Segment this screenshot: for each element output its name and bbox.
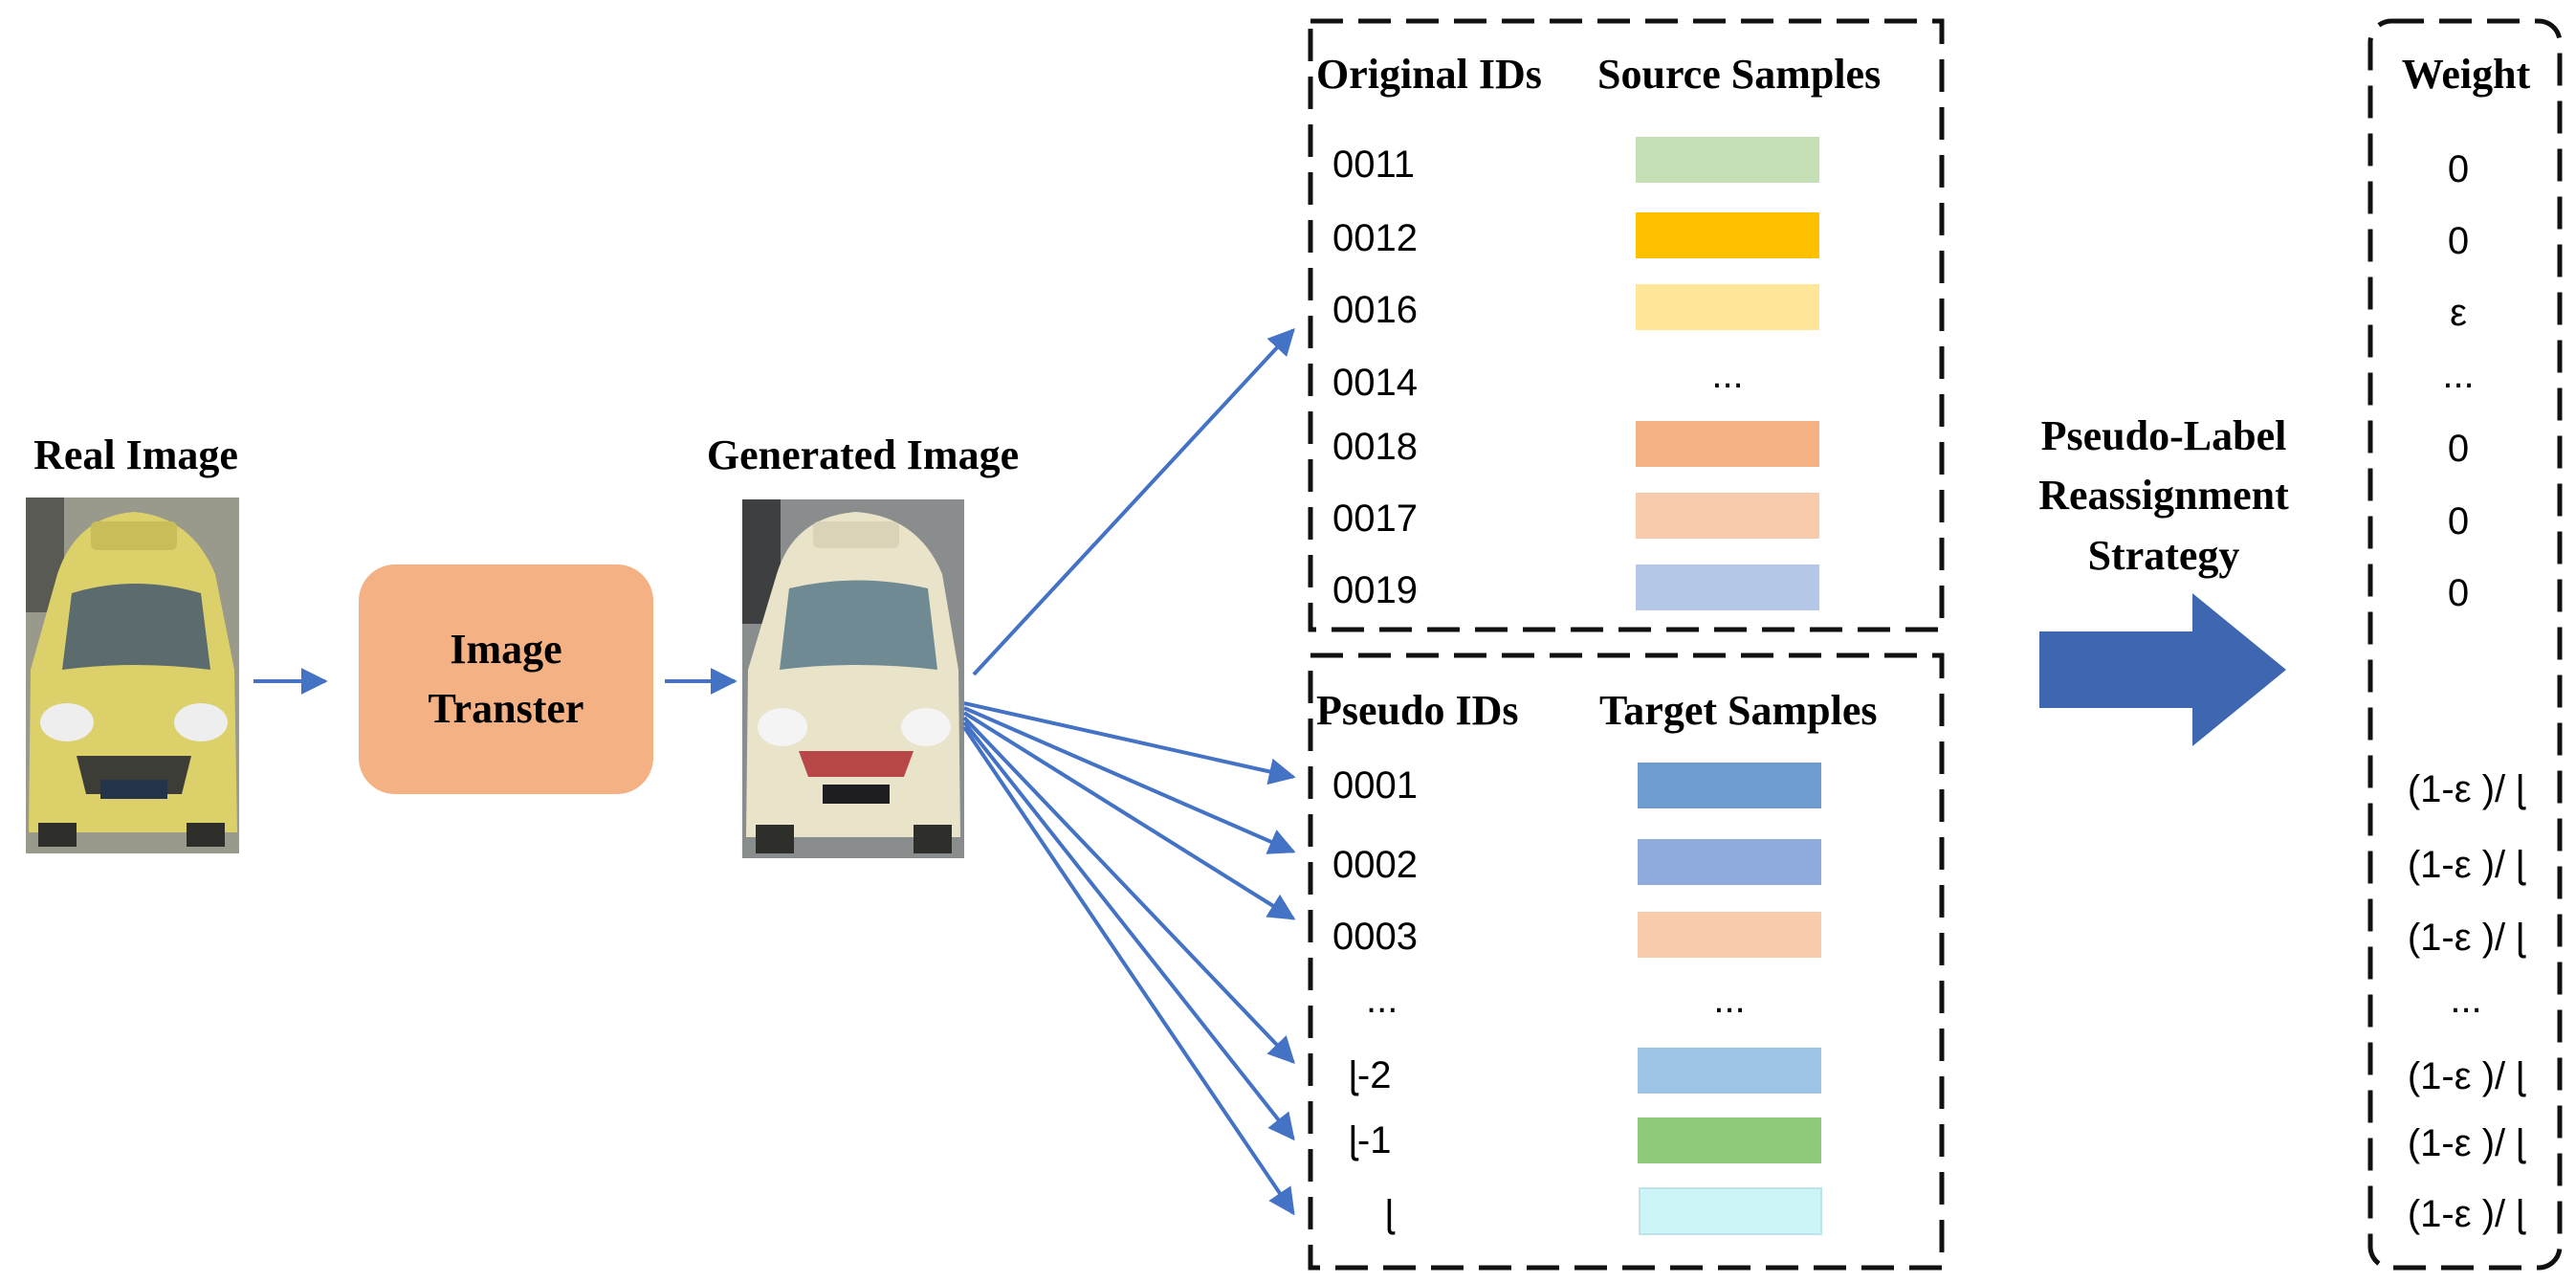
source-sample-swatch [1636,493,1819,539]
strategy-line2: Reassignment [2038,472,2289,519]
strategy-line3: Strategy [2088,532,2240,579]
target-col1-header: Pseudo IDs [1316,687,1519,734]
source-sample-swatch [1636,212,1819,258]
arrow-to-source-panel [972,327,1295,676]
source-id: 0018 [1332,426,1418,468]
target-sample-swatch [1638,1048,1821,1094]
image-transfer-box: Image Transter [359,564,653,794]
weight-value: 0 [2448,500,2469,542]
transfer-label-line1: Image [450,626,561,673]
weight-value: (1-ε )/ ɭ [2408,917,2526,959]
target-sample-swatch [1639,1187,1822,1235]
pseudo-id-ellipsis: ... [1366,979,1398,1021]
weight-value: (1-ε )/ ɭ [2408,1193,2526,1235]
source-sample-swatch [1636,284,1819,330]
generated-image-photo [742,499,964,858]
generated-image-label: Generated Image [707,431,1019,478]
source-sample-swatch [1636,137,1819,183]
real-image-label: Real Image [33,431,238,478]
source-col1-header: Original IDs [1316,51,1542,98]
weight-value: 0 [2448,148,2469,190]
transfer-label-line2: Transter [429,685,584,732]
strategy-arrow-icon [2039,593,2286,746]
arrow-to-pseudo-l-2 [962,716,1295,1065]
target-sample-swatch [1638,1117,1821,1163]
source-id: 0016 [1332,289,1418,331]
arrow-to-pseudo-l-1 [962,720,1295,1141]
weight-value: ε [2450,292,2467,334]
fan-out-arrows [962,327,1296,1216]
pseudo-id: 0003 [1332,916,1418,958]
weight-value: (1-ε )/ ɭ [2408,768,2526,810]
source-id: 0014 [1332,362,1418,404]
strategy-line1: Pseudo-Label [2041,412,2287,459]
source-id: 0017 [1332,498,1418,540]
source-sample-swatch [1636,564,1819,610]
source-id: 0011 [1332,144,1415,186]
source-id: 0012 [1332,217,1418,259]
weight-value: (1-ε )/ ɭ [2408,1122,2526,1164]
pseudo-id: ɭ-2 [1349,1054,1391,1096]
target-col2-header: Target Samples [1599,687,1878,734]
arrow-to-pseudo-0001 [963,701,1296,785]
reassignment-strategy: Pseudo-Label Reassignment Strategy [2038,412,2289,746]
target-samples-panel: Pseudo IDs Target Samples 0001 0002 0003… [1308,653,1945,1271]
arrow-to-pseudo-0002 [963,706,1296,854]
target-sample-swatch [1638,839,1821,885]
arrow-to-pseudo-l [962,725,1295,1216]
arrow-to-pseudo-0003 [962,711,1296,920]
weight-value: (1-ε )/ ɭ [2408,1055,2526,1097]
target-ellipsis: ... [1713,979,1745,1021]
weight-ellipsis: ... [2450,979,2481,1021]
real-image-photo [26,498,239,853]
weight-value: 0 [2448,220,2469,262]
weight-value: (1-ε )/ ɭ [2408,844,2526,886]
weight-ellipsis: ... [2442,354,2474,396]
target-sample-swatch [1638,763,1821,808]
source-col2-header: Source Samples [1597,51,1881,98]
source-ellipsis: ... [1711,354,1743,396]
weight-value: 0 [2448,428,2469,470]
source-samples-panel: Original IDs Source Samples 0011 0012 00… [1308,18,1945,632]
pseudo-id: 0002 [1332,844,1418,886]
target-sample-swatch [1638,912,1821,958]
pseudo-id: ɭ-1 [1349,1119,1391,1161]
weight-header: Weight [2402,51,2531,98]
pseudo-id: 0001 [1332,764,1418,807]
pseudo-id: ɭ [1385,1193,1396,1235]
source-id: 0019 [1332,569,1418,611]
weight-value: 0 [2448,572,2469,614]
source-sample-swatch [1636,421,1819,467]
weight-panel: Weight 0 0 ε ... 0 0 0 (1-ε )/ ɭ (1-ε )/… [2367,18,2563,1271]
